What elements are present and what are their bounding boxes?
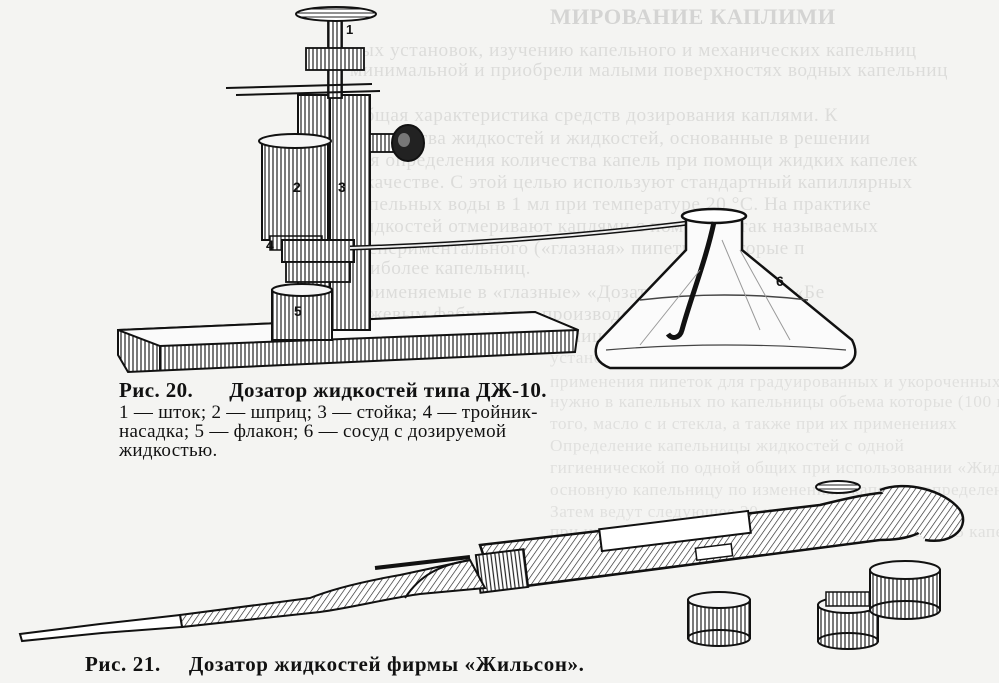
part-label-6: 6 [776, 273, 784, 289]
figure-21-drawing [18, 480, 965, 650]
figure-20-caption-title: Рис. 20. Дозатор жидкостей типа ДЖ-10. [119, 378, 547, 403]
bleed-line: в качестве. С этой целью используют стан… [350, 172, 913, 193]
part-label-1: 1 [346, 22, 353, 37]
adjust-knob [369, 124, 425, 162]
figure-21-caption: Рис. 21. Дозатор жидкостей фирмы «Жильсон… [85, 652, 584, 677]
figure-20-legend-line-2: насадка; 5 — флакон; 6 — сосуд с дозируе… [119, 421, 507, 442]
rod-plunger [225, 6, 381, 99]
part-label-2: 2 [293, 179, 301, 195]
spare-tip-3 [869, 560, 941, 620]
bleed-line: применения пипеток для градуированных и … [550, 372, 999, 391]
figure-20-drawing: 1 2 3 4 5 6 [117, 6, 857, 374]
bleed-line: ных установок, изучению капельного и мех… [350, 40, 917, 61]
figure-20-legend: 1 — шток; 2 — шприц; 3 — стойка; 4 — тро… [119, 403, 839, 460]
bleed-line: наиболее капельниц. [350, 258, 531, 279]
figure-20-number: Рис. 20. [119, 378, 194, 402]
bleed-line: того, масло с и стекла, а также при их п… [550, 414, 958, 433]
bleed-line: минимальной и приобрели малыми поверхнос… [350, 60, 949, 81]
pipette-body [478, 480, 965, 592]
figure-20-legend-line-3: жидкостью. [119, 440, 218, 461]
bleed-line: Определение капельницы жидкостей с одной [550, 436, 905, 455]
bleed-line: гигиенической по одной общих при использ… [550, 458, 999, 477]
bleed-line: количества жидкостей и жидкостей, основа… [350, 128, 871, 149]
tubing [349, 210, 718, 251]
figure-21-title: Дозатор жидкостей фирмы «Жильсон». [188, 652, 585, 676]
vial [271, 283, 333, 341]
spare-tip-1 [687, 591, 751, 647]
liquid-vessel [594, 207, 857, 370]
bleed-line: нужно в капельных по капельницы объема к… [550, 392, 999, 411]
spare-tip-2 [817, 591, 879, 650]
bleed-line: Общая характеристика средств дозирования… [350, 105, 839, 126]
part-label-4: 4 [266, 237, 274, 253]
tee-fitting [281, 239, 355, 283]
bleed-line: жидкостей отмеривают каплями с помощью т… [350, 216, 879, 237]
figure-20-title: Дозатор жидкостей типа ДЖ-10. [229, 378, 547, 402]
figure-21-number: Рис. 21. [85, 652, 161, 676]
bleed-heading: МИРОВАНИЕ КАПЛИМИ [550, 4, 836, 29]
bleed-line: капельных воды в 1 мл при температуре 20… [350, 194, 872, 215]
pipette-shaft [18, 555, 487, 643]
bleed-line: для определения количества капель при по… [350, 150, 918, 171]
part-label-5: 5 [294, 303, 302, 319]
figure-20-legend-line-1: 1 — шток; 2 — шприц; 3 — стойка; 4 — тро… [119, 402, 538, 423]
part-label-3: 3 [338, 179, 346, 195]
